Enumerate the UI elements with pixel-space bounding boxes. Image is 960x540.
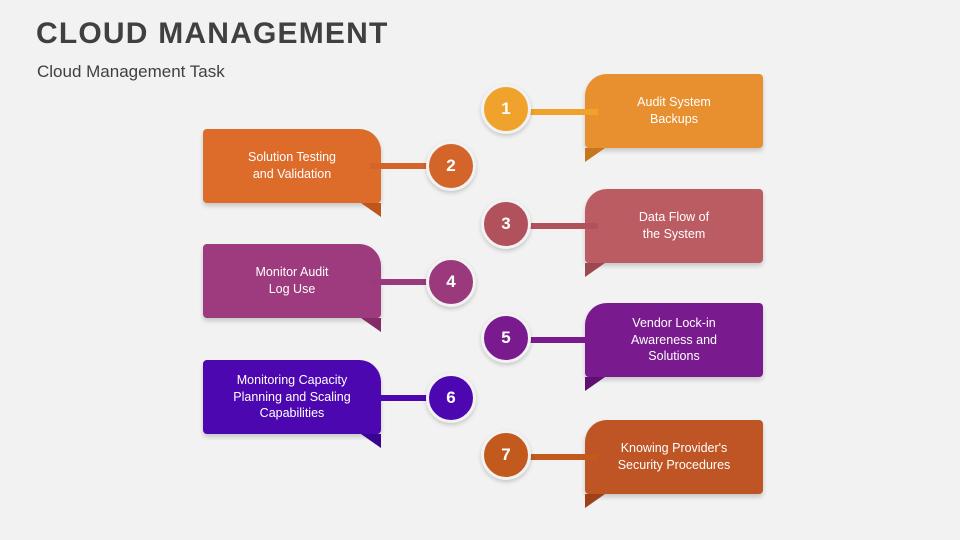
connector-2 [370,163,442,169]
node-label-1: Audit System Backups [637,95,711,126]
node-card-6[interactable]: Monitoring Capacity Planning and Scaling… [203,360,381,448]
page-title: CLOUD MANAGEMENT [36,17,389,50]
node-card-1[interactable]: Audit System Backups [585,74,763,162]
node-number-3[interactable]: 3 [481,199,531,249]
connector-3 [528,223,598,229]
node-number-7[interactable]: 7 [481,430,531,480]
node-number-2[interactable]: 2 [426,141,476,191]
node-card-4[interactable]: Monitor Audit Log Use [203,244,381,332]
node-card-2[interactable]: Solution Testing and Validation [203,129,381,217]
connector-7 [528,454,598,460]
node-card-7[interactable]: Knowing Provider's Security Procedures [585,420,763,508]
node-number-6[interactable]: 6 [426,373,476,423]
node-label-6: Monitoring Capacity Planning and Scaling… [233,372,351,421]
connector-6 [370,395,442,401]
node-number-7-text: 7 [501,445,511,464]
node-number-3-text: 3 [501,214,511,233]
node-number-5-text: 5 [501,328,511,347]
node-card-3[interactable]: Data Flow of the System [585,189,763,277]
node-number-1[interactable]: 1 [481,84,531,134]
node-label-2: Solution Testing and Validation [247,150,337,181]
node-label-3: Data Flow of the System [638,210,710,241]
connector-4 [370,279,442,285]
connector-5 [528,337,598,343]
node-number-1-text: 1 [501,99,511,118]
node-number-4-text: 4 [446,272,456,291]
page-subtitle: Cloud Management Task [37,62,225,81]
node-number-5[interactable]: 5 [481,313,531,363]
node-number-2-text: 2 [446,156,456,175]
connector-1 [528,109,598,115]
node-label-5: Vendor Lock-in Awareness and Solutions [631,315,717,364]
node-number-6-text: 6 [446,388,456,407]
node-label-4: Monitor Audit Log Use [255,265,329,296]
node-label-7: Knowing Provider's Security Procedures [617,441,731,472]
node-card-5[interactable]: Vendor Lock-in Awareness and Solutions [585,303,763,391]
node-number-4[interactable]: 4 [426,257,476,307]
